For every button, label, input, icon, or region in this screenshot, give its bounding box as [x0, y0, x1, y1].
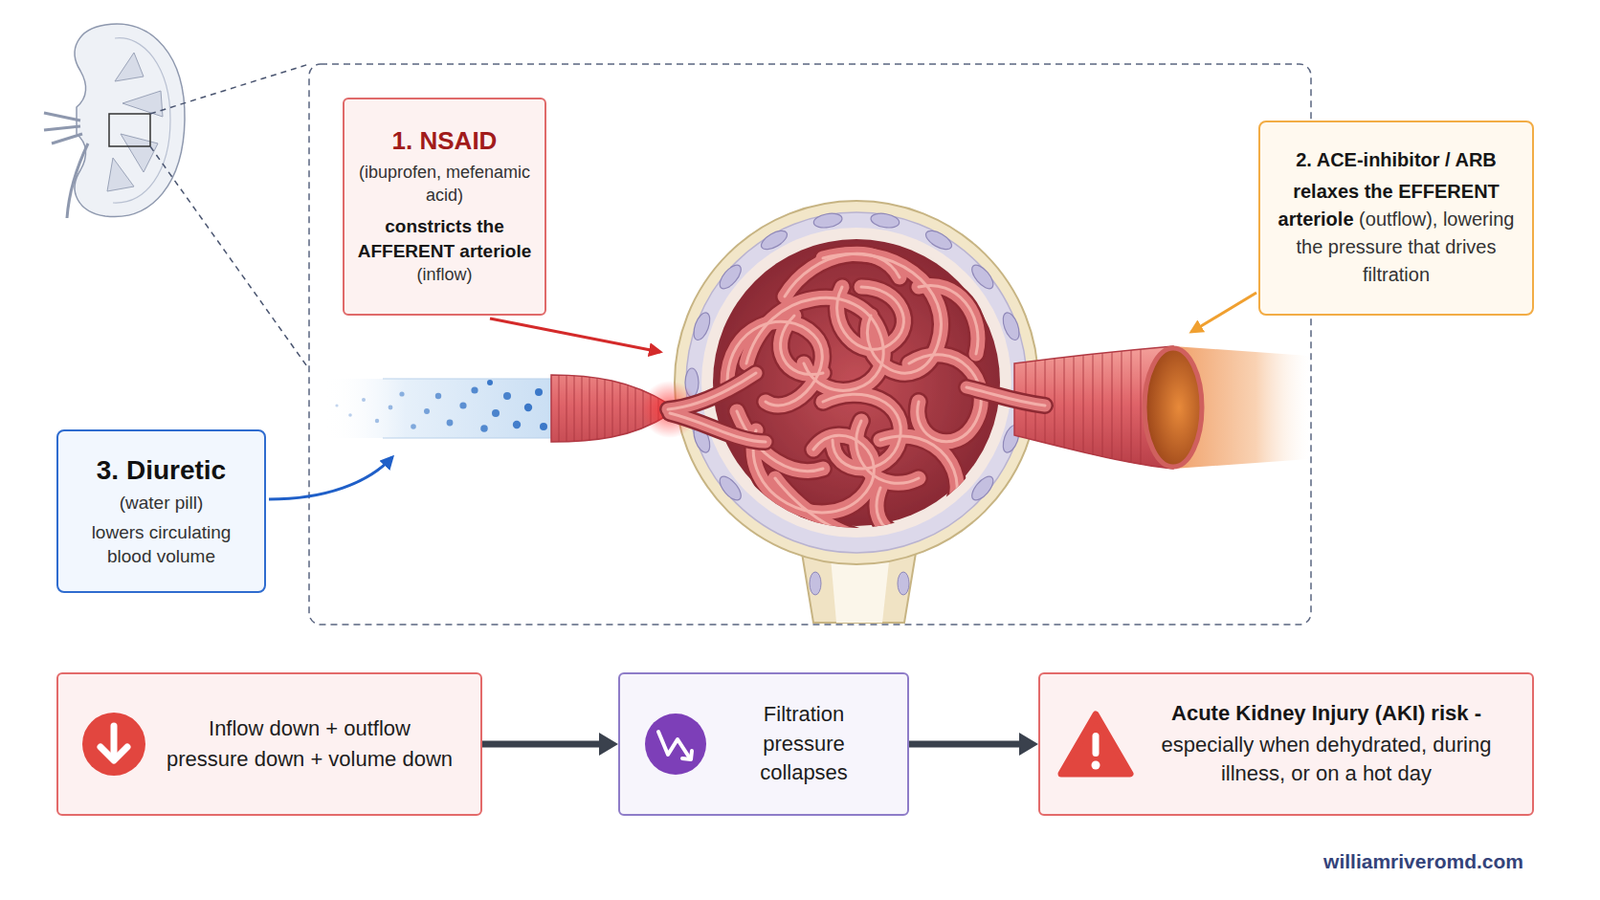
heading: Acute Kidney Injury (AKI) risk - [1135, 699, 1517, 730]
text-holder: Inflow down + outflow pressure down + vo… [154, 713, 466, 776]
text-holder: Filtration pressure collapses [715, 700, 892, 789]
arrow-shaft [482, 741, 603, 749]
down-arrow-icon [81, 711, 147, 778]
icon-holder [1055, 709, 1136, 780]
arrow-head [1019, 733, 1039, 756]
zoom-frame [309, 64, 1312, 625]
drug-callout-box: 3. Diuretic (water pill) lowers circulatin… [56, 429, 267, 594]
text-holder: Acute Kidney Injury (AKI) risk -especial… [1135, 699, 1517, 790]
outcome-box: Inflow down + outflow pressure down + vo… [56, 672, 483, 817]
heading: Inflow down + outflow pressure down + vo… [166, 713, 454, 776]
heading: 1. NSAID [354, 126, 535, 156]
flow-arrow [482, 733, 619, 756]
warning-icon [1056, 709, 1135, 780]
body-text: lowers circulating blood volume [69, 521, 253, 569]
body-text: especially when dehydrated, during illne… [1161, 731, 1492, 791]
trend-down-icon [644, 712, 708, 777]
drug-callout-box: 2. ACE-inhibitor / ARB relaxes the EFFERE… [1258, 120, 1534, 316]
text-line-group: relaxes the EFFERENT arteriole(outflow),… [1273, 177, 1519, 289]
outcome-box: Filtration pressure collapses [618, 672, 910, 817]
arrow-head [599, 733, 619, 756]
zoom-lines [150, 64, 310, 370]
heading: 3. Diuretic [69, 454, 253, 488]
body-text: (water pill) [69, 491, 253, 516]
icon-holder [635, 712, 716, 777]
body-text: constricts the AFFERENT arteriole [354, 214, 535, 264]
heading: 2. ACE-inhibitor / ARB [1273, 147, 1519, 173]
flow-arrow [909, 733, 1039, 756]
drug-callout-box: 1. NSAID (ibuprofen, mefenamic acid) const… [342, 97, 547, 316]
kidney-icon [44, 23, 185, 219]
efferent-arteriole [1014, 334, 1310, 479]
heading: Filtration pressure collapses [741, 700, 867, 789]
outcome-box: Acute Kidney Injury (AKI) risk -especial… [1038, 672, 1534, 817]
arrow-shaft [909, 741, 1023, 749]
icon-holder [73, 711, 155, 778]
body-text: (ibuprofen, mefenamic acid) [354, 161, 535, 207]
watermark: williamriveromd.com [1323, 850, 1524, 874]
glomerulus-tangle [667, 253, 1045, 541]
afferent-arteriole [324, 363, 699, 450]
body-text: (inflow) [354, 263, 535, 287]
callout-leaders [268, 292, 1257, 500]
